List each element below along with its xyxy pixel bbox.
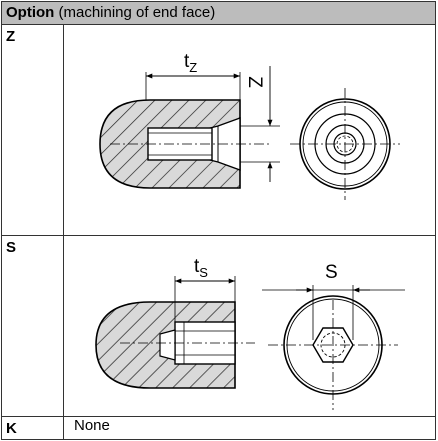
z-depth-label: tZ: [184, 51, 198, 75]
table-header: Option (machining of end face): [1, 1, 436, 25]
header-description: (machining of end face): [54, 4, 216, 21]
s-depth-label: tS: [194, 256, 208, 280]
header-option-label: Option: [6, 4, 55, 21]
row-text-none: None: [63, 416, 436, 440]
s-size-label: S: [325, 262, 338, 283]
